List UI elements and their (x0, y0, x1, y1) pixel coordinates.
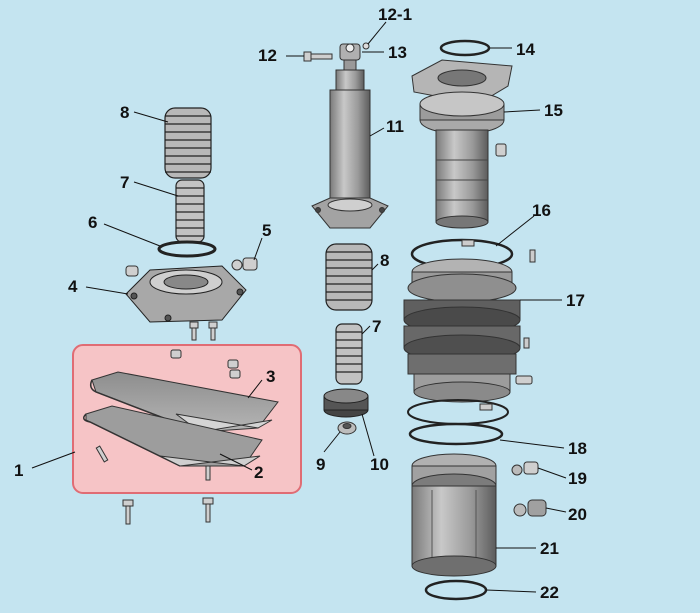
inner-spring-left (175, 179, 205, 243)
lower-plate (83, 405, 263, 467)
upper-housing-15 (411, 59, 513, 229)
o-ring-14 (439, 39, 491, 57)
guide-tube (311, 69, 389, 229)
callout-10: 10 (370, 455, 389, 474)
outer-spring-left (164, 107, 212, 179)
callout-7-left: 7 (120, 173, 129, 192)
callout-3: 3 (266, 367, 275, 386)
pin-right (523, 337, 530, 349)
o-ring-18 (408, 422, 504, 446)
o-ring-left (157, 240, 217, 258)
callout-8-middle: 8 (380, 251, 389, 270)
callout-19: 19 (568, 469, 587, 488)
base-nut (125, 265, 139, 277)
bellows-17 (403, 258, 521, 403)
callout-13: 13 (388, 43, 407, 62)
leader-lines (31, 21, 567, 593)
piston-10 (323, 388, 369, 418)
clamp-lower-screw (479, 403, 493, 411)
screw-12 (303, 51, 333, 62)
callout-17: 17 (566, 291, 585, 310)
bolt-right-17 (515, 375, 533, 385)
top-fitting-13 (339, 43, 361, 71)
bolt-near-15 (495, 143, 507, 157)
callout-9: 9 (316, 455, 325, 474)
lower-housing-21 (411, 453, 497, 577)
callout-4: 4 (68, 277, 78, 296)
callout-20: 20 (568, 505, 587, 524)
callout-12: 12 (258, 46, 277, 65)
callout-labels: 1 2 3 4 5 6 7 8 7 8 9 10 11 12 12-1 13 1… (14, 5, 587, 602)
clamp-16-screw (461, 239, 475, 247)
callout-8-left: 8 (120, 103, 129, 122)
callout-11: 11 (386, 117, 404, 136)
o-ring-22 (424, 579, 488, 601)
callout-6: 6 (88, 213, 97, 232)
callout-16: 16 (532, 201, 551, 220)
callout-5: 5 (262, 221, 271, 240)
small-screw-right (529, 249, 536, 263)
base-screws (189, 321, 218, 341)
callout-15: 15 (544, 101, 563, 120)
inner-spring-middle (335, 323, 363, 385)
clamp-lower (407, 399, 509, 425)
plug-20 (513, 499, 547, 517)
callout-7-middle: 7 (372, 317, 381, 336)
callout-22: 22 (540, 583, 559, 602)
callout-14: 14 (516, 40, 535, 59)
callout-2: 2 (254, 463, 263, 482)
plug-19 (511, 461, 539, 476)
fitting-5 (231, 257, 258, 271)
callout-12-1: 12-1 (378, 5, 412, 24)
plate-nuts (95, 349, 241, 481)
callout-18: 18 (568, 439, 587, 458)
bottom-bolts (122, 497, 214, 525)
nut-9 (337, 421, 357, 435)
upper-base (125, 265, 247, 323)
callout-1: 1 (14, 461, 23, 480)
callout-21: 21 (540, 539, 559, 558)
outer-spring-middle (325, 243, 373, 311)
ball-12-1 (362, 42, 370, 50)
